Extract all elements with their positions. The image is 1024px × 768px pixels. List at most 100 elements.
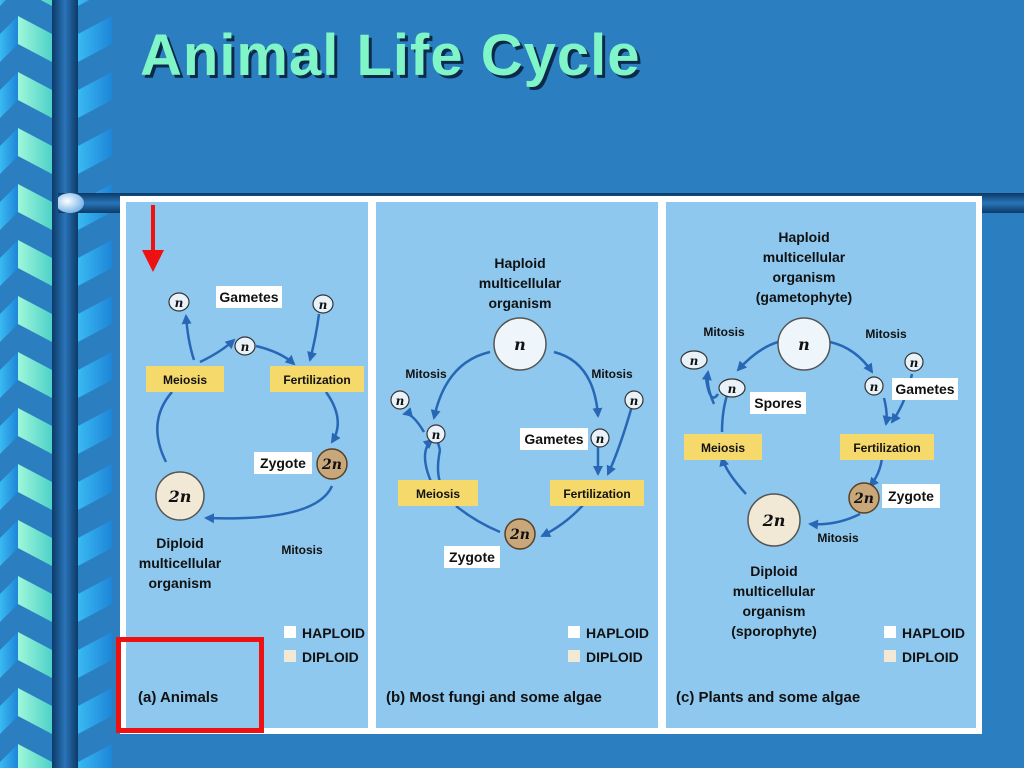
organism-line: organism bbox=[148, 575, 211, 591]
panel-caption: (b) Most fungi and some algae bbox=[386, 689, 602, 706]
haploid-cell: n bbox=[590, 428, 610, 448]
haploid-cell: n bbox=[234, 336, 256, 356]
gametes-label-bg bbox=[892, 378, 958, 400]
haploid-cell: n bbox=[390, 390, 410, 410]
haploid-key-swatch bbox=[284, 626, 296, 638]
panel-plants-algae: Haploid multicellular organism (gametoph… bbox=[666, 202, 976, 728]
gametes-label: Gametes bbox=[895, 381, 954, 397]
fertilization-label: Fertilization bbox=[283, 373, 350, 387]
panel-caption: (c) Plants and some algae bbox=[676, 689, 860, 706]
svg-text:n: n bbox=[630, 394, 639, 408]
organism-line: multicellular bbox=[479, 275, 562, 291]
fertilization-box bbox=[550, 480, 644, 506]
red-down-arrow-icon bbox=[142, 205, 164, 272]
svg-text:n: n bbox=[514, 335, 526, 354]
svg-text:2n: 2n bbox=[321, 457, 342, 473]
svg-text:2n: 2n bbox=[509, 527, 530, 543]
haploid-cell: n bbox=[168, 292, 190, 312]
haploid-cell: n bbox=[718, 378, 746, 398]
svg-text:n: n bbox=[596, 432, 605, 446]
meiosis-label: Meiosis bbox=[701, 441, 745, 455]
haploid-key-label: HAPLOID bbox=[586, 625, 649, 641]
organism-line: multicellular bbox=[733, 583, 816, 599]
svg-text:n: n bbox=[241, 340, 250, 354]
svg-text:2n: 2n bbox=[762, 511, 786, 530]
haploid-organism-cell: n bbox=[493, 317, 547, 371]
fertilization-label: Fertilization bbox=[853, 441, 920, 455]
svg-text:n: n bbox=[396, 394, 405, 408]
gametes-label: Gametes bbox=[524, 431, 583, 447]
diploid-key-swatch bbox=[284, 650, 296, 662]
organism-line: (gametophyte) bbox=[756, 289, 852, 305]
haploid-key-swatch bbox=[568, 626, 580, 638]
organism-line: organism bbox=[772, 269, 835, 285]
svg-text:n: n bbox=[690, 354, 699, 368]
organism-line: Haploid bbox=[494, 255, 545, 271]
zygote-label: Zygote bbox=[888, 488, 934, 504]
zygote-label-bg bbox=[254, 452, 312, 474]
svg-text:n: n bbox=[175, 296, 184, 310]
fertilization-label: Fertilization bbox=[563, 487, 630, 501]
left-ribbon-decoration bbox=[0, 0, 112, 768]
organism-line: multicellular bbox=[763, 249, 846, 265]
svg-text:n: n bbox=[910, 356, 919, 370]
svg-text:n: n bbox=[319, 298, 328, 312]
svg-text:2n: 2n bbox=[168, 487, 192, 506]
haploid-cell: n bbox=[624, 390, 644, 410]
mitosis-left-label: Mitosis bbox=[703, 325, 745, 339]
fertilization-box bbox=[840, 434, 934, 460]
gametes-label: Gametes bbox=[219, 289, 278, 305]
panel-fungi-algae: Haploid multicellular organism n Mitosis… bbox=[376, 202, 658, 728]
svg-text:n: n bbox=[432, 428, 441, 442]
haploid-cell: n bbox=[680, 350, 708, 370]
diploid-organism-cell: 2n bbox=[747, 493, 801, 547]
meiosis-box bbox=[684, 434, 762, 460]
svg-text:n: n bbox=[728, 382, 737, 396]
slide-title: Animal Life Cycle bbox=[140, 23, 641, 88]
zygote-cell: 2n bbox=[316, 448, 348, 480]
meiosis-box bbox=[146, 366, 224, 392]
spores-label-bg bbox=[750, 392, 806, 414]
organism-line: Diploid bbox=[750, 563, 797, 579]
meiosis-label: Meiosis bbox=[416, 487, 460, 501]
haploid-key-label: HAPLOID bbox=[902, 625, 965, 641]
organism-line: organism bbox=[742, 603, 805, 619]
gametes-label-bg bbox=[520, 428, 588, 450]
haploid-cell: n bbox=[312, 294, 334, 314]
mitosis-label: Mitosis bbox=[281, 543, 323, 557]
diploid-key-label: DIPLOID bbox=[902, 649, 959, 665]
organism-line: (sporophyte) bbox=[731, 623, 817, 639]
organism-line: Diploid bbox=[156, 535, 203, 551]
haploid-cell: n bbox=[426, 424, 446, 444]
mitosis-right-label: Mitosis bbox=[865, 327, 907, 341]
mitosis-right-label: Mitosis bbox=[591, 367, 633, 381]
mitosis-left-label: Mitosis bbox=[405, 367, 447, 381]
zygote-label-bg bbox=[882, 484, 940, 508]
red-rectangle-highlight bbox=[116, 637, 264, 733]
meiosis-box bbox=[398, 480, 478, 506]
zygote-label: Zygote bbox=[260, 455, 306, 471]
haploid-cell: n bbox=[904, 352, 924, 372]
zygote-cell: 2n bbox=[504, 518, 536, 550]
mitosis-bottom-label: Mitosis bbox=[817, 531, 859, 545]
haploid-key-swatch bbox=[884, 626, 896, 638]
diploid-key-swatch bbox=[568, 650, 580, 662]
zygote-cell: 2n bbox=[848, 482, 880, 514]
svg-text:n: n bbox=[798, 335, 810, 354]
organism-line: multicellular bbox=[139, 555, 222, 571]
haploid-cell: n bbox=[864, 376, 884, 396]
spores-label: Spores bbox=[754, 395, 802, 411]
panel-caption: (a) Animals bbox=[138, 689, 218, 706]
haploid-organism-cell: n bbox=[777, 317, 831, 371]
fertilization-box bbox=[270, 366, 364, 392]
organism-line: Haploid bbox=[778, 229, 829, 245]
svg-text:2n: 2n bbox=[853, 491, 874, 507]
zygote-label-bg bbox=[444, 546, 500, 568]
diploid-key-swatch bbox=[884, 650, 896, 662]
svg-text:n: n bbox=[870, 380, 879, 394]
organism-line: organism bbox=[488, 295, 551, 311]
diploid-key-label: DIPLOID bbox=[586, 649, 643, 665]
zygote-label: Zygote bbox=[449, 549, 495, 565]
diploid-key-label: DIPLOID bbox=[302, 649, 359, 665]
diploid-organism-cell: 2n bbox=[155, 471, 205, 521]
